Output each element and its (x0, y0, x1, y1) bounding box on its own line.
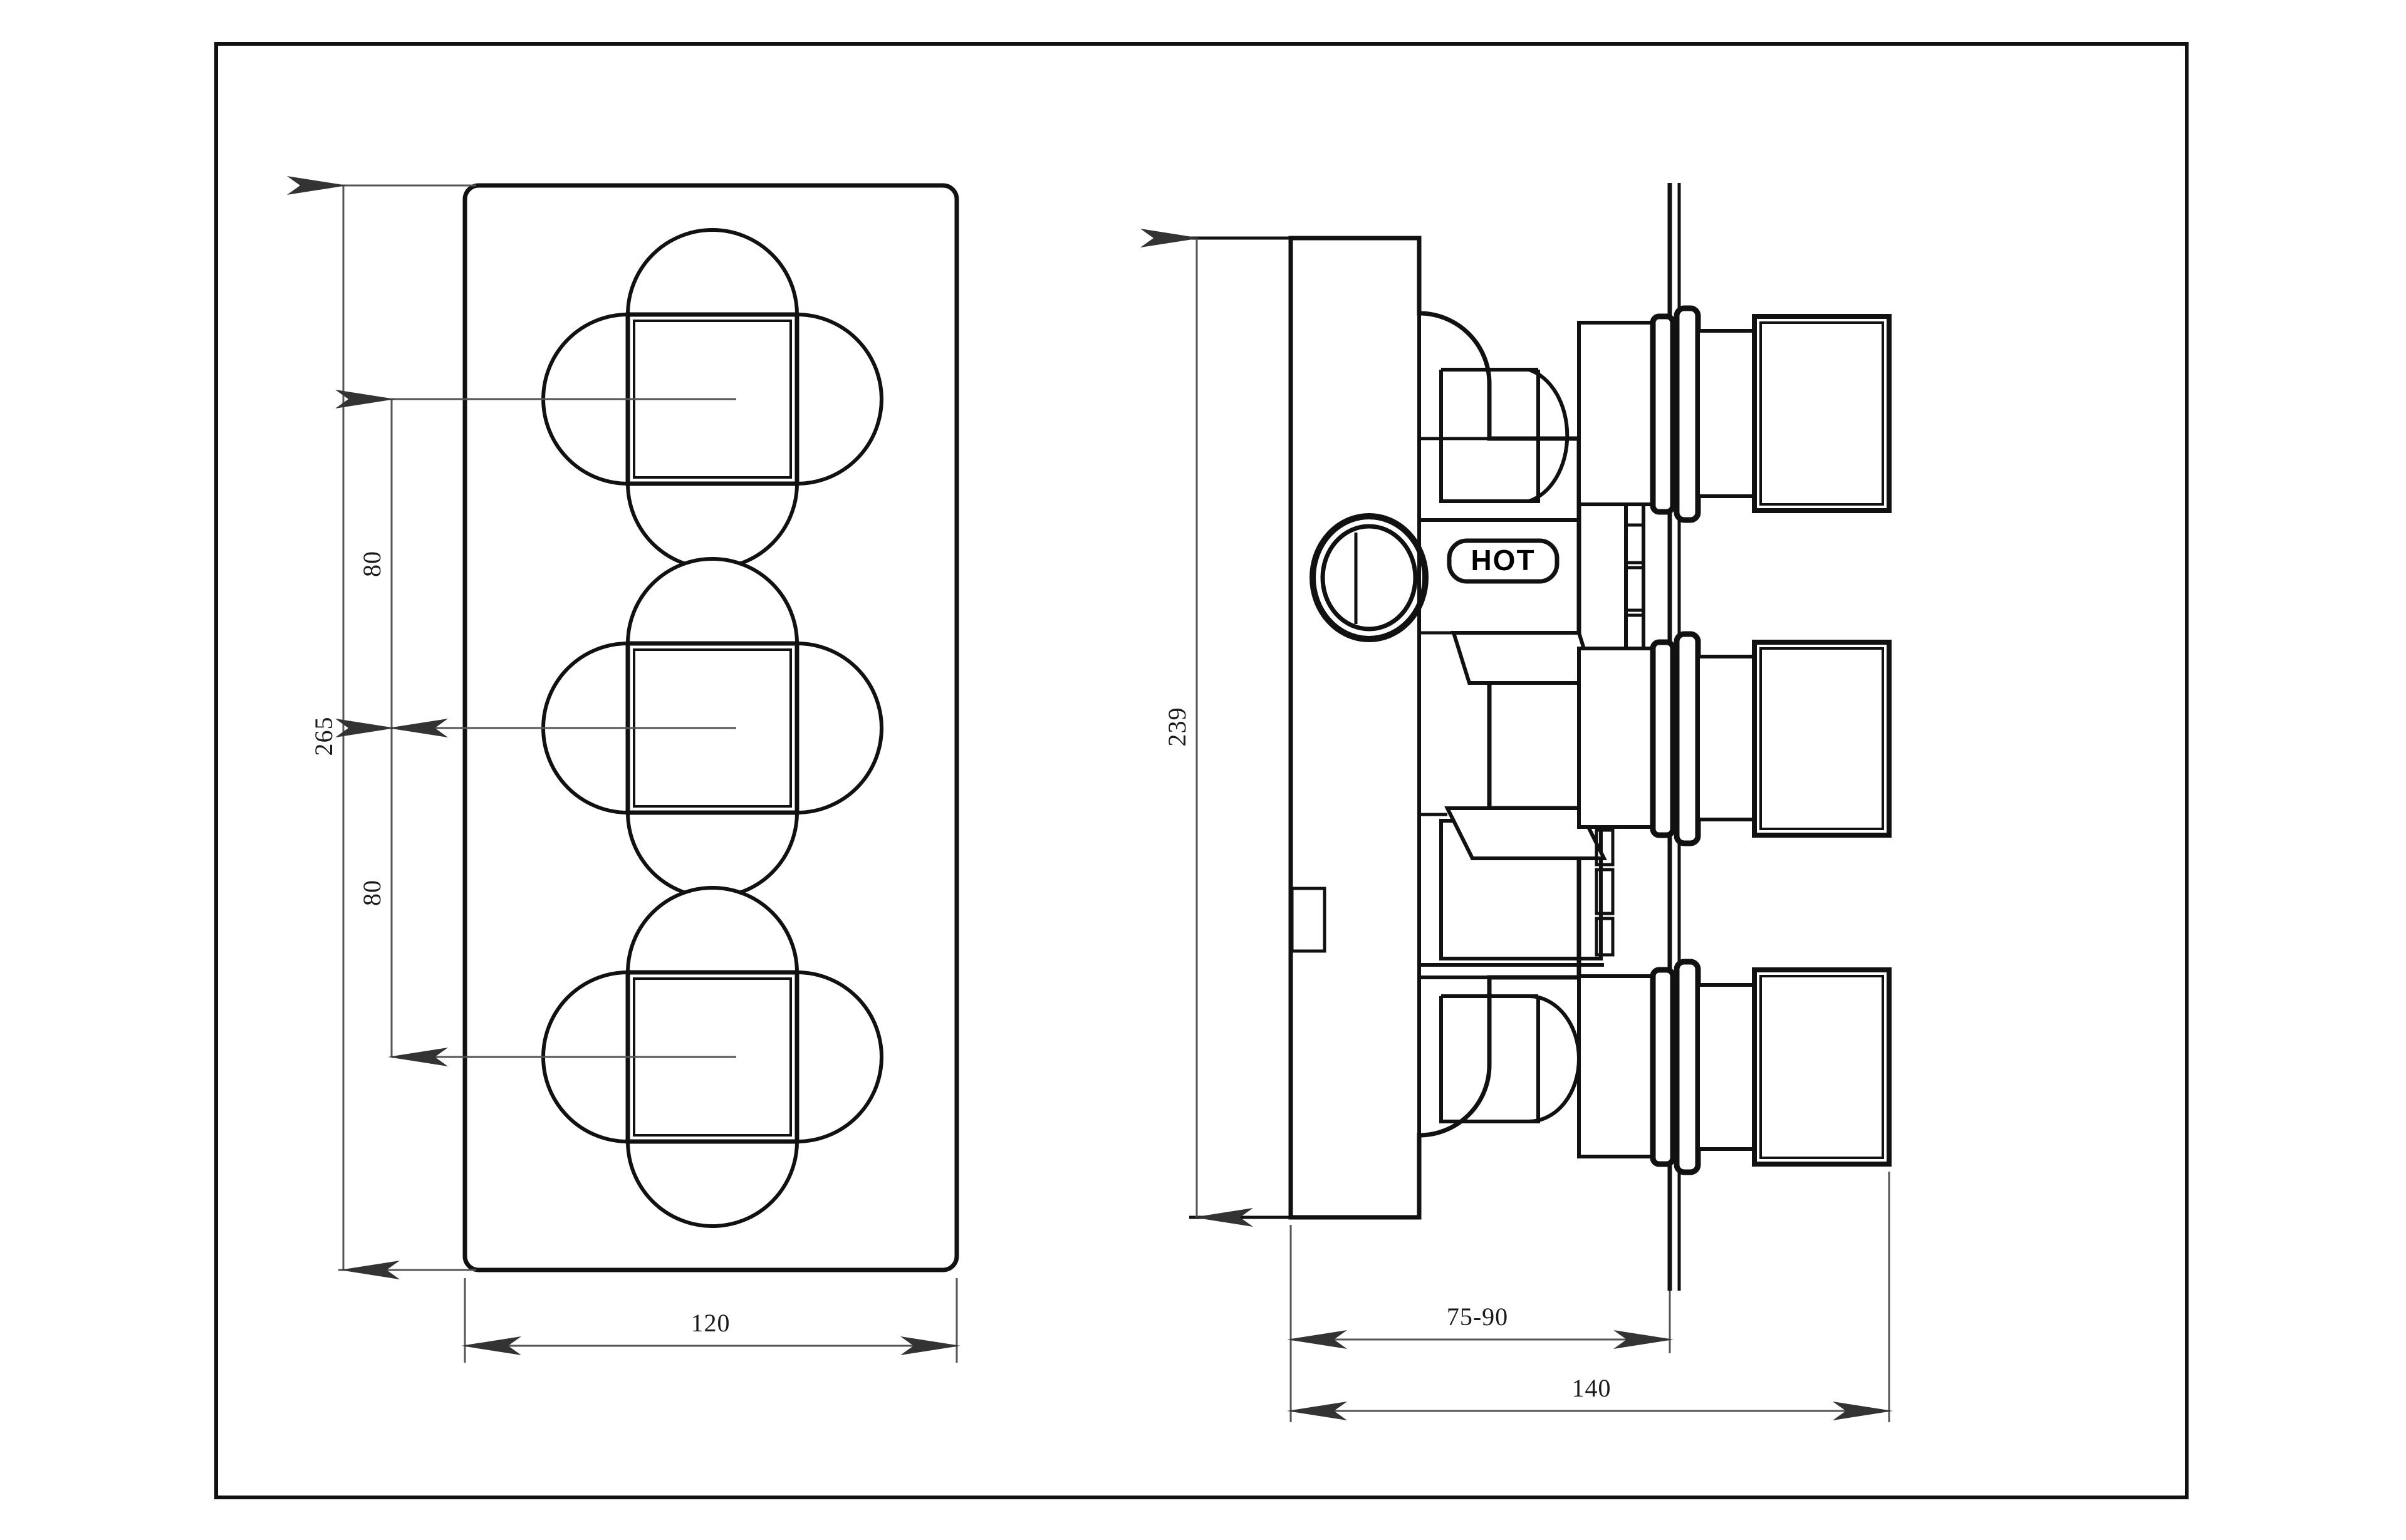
dim-label-80-lower: 80 (358, 880, 386, 906)
side-knob-bottom[interactable] (1577, 959, 1892, 1175)
side-knob-middle[interactable] (1577, 631, 1892, 846)
side-view: HOT (1140, 183, 1893, 1422)
side-middle-block (1419, 806, 1615, 967)
dim-label-120: 120 (691, 1309, 731, 1337)
dimension-side-height: 239 (1140, 229, 1253, 1227)
temperature-ring-icon (1310, 513, 1429, 642)
dim-label-140: 140 (1572, 1374, 1612, 1402)
dimension-side-wall-depth: 75-90 (1287, 1303, 1674, 1349)
hot-label-text: HOT (1471, 544, 1535, 576)
dim-label-265: 265 (310, 717, 338, 756)
dim-label-75-90: 75-90 (1447, 1303, 1508, 1331)
dim-label-80-upper: 80 (358, 551, 386, 577)
dimension-front-spacing-upper: 80 (335, 390, 448, 737)
drawing-frame (214, 42, 2189, 1499)
dimension-side-depth: 140 (1287, 1374, 1893, 1420)
dimension-front-width: 120 (461, 1309, 961, 1355)
dim-label-239: 239 (1163, 707, 1191, 747)
side-detail-ribs (1624, 495, 1645, 658)
side-knob-top[interactable] (1577, 305, 1892, 523)
front-centre-lines (392, 398, 736, 1058)
dimension-front-height: 265 (287, 176, 400, 1279)
valve-body: HOT (1288, 236, 1645, 1220)
front-view: 265 80 80 120 (287, 176, 961, 1363)
dimension-front-spacing-lower: 80 (335, 719, 448, 1066)
hot-label-badge: HOT (1447, 538, 1560, 584)
